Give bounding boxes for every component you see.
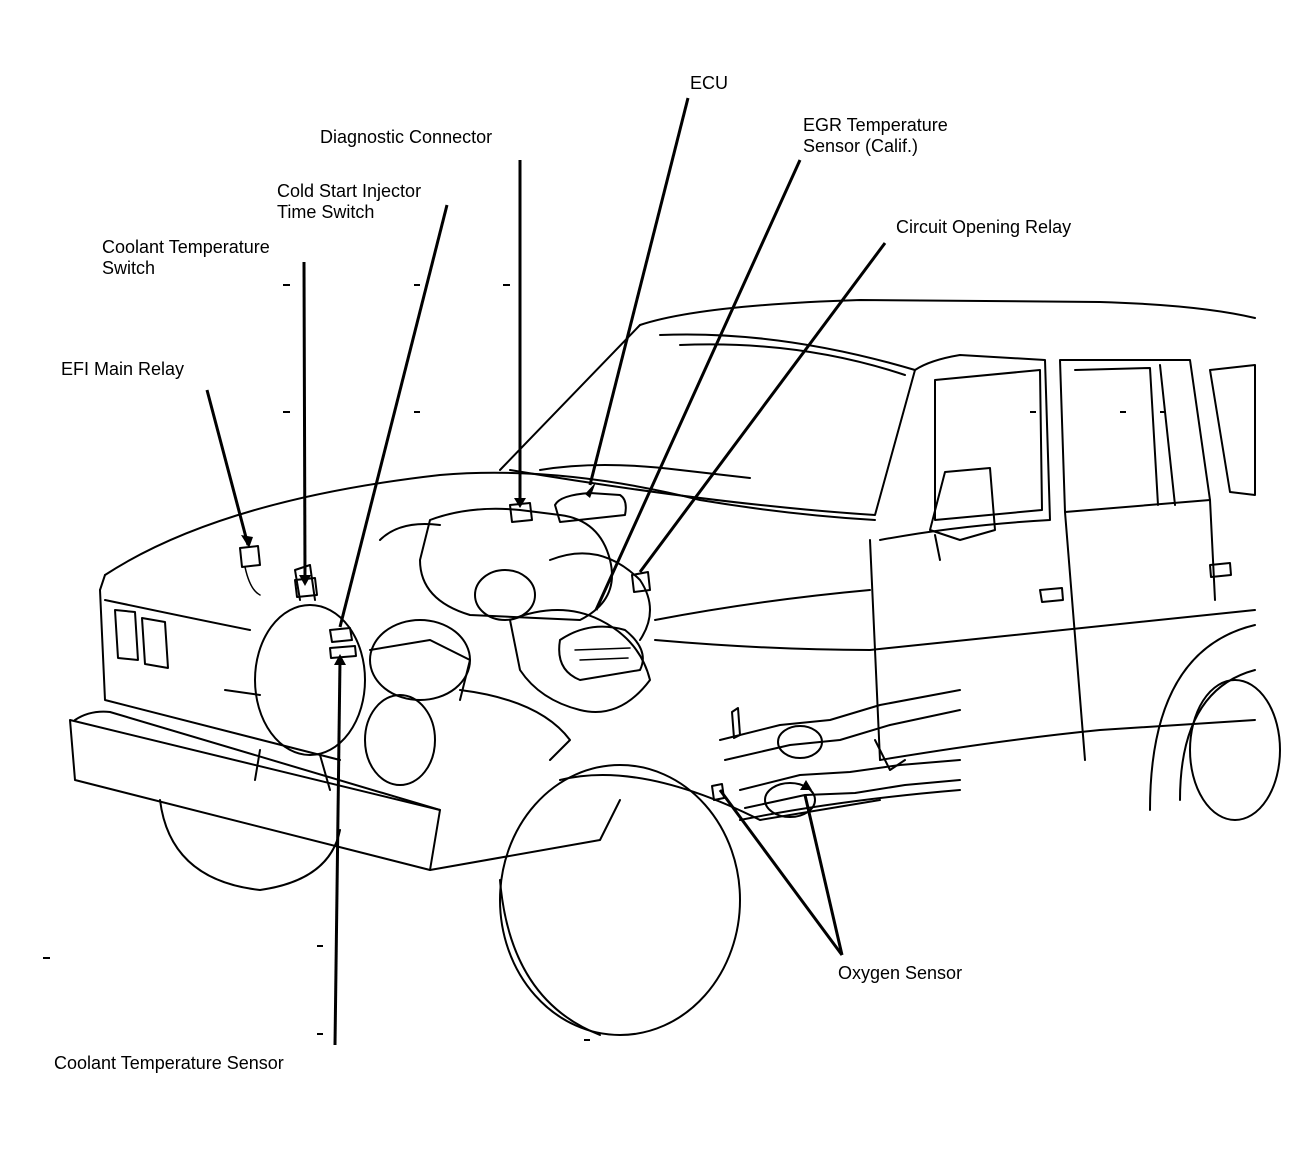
label-coolant-temperature-switch: Coolant Temperature Switch — [102, 237, 270, 278]
leader-coolant-temperature-sensor — [333, 659, 342, 1046]
arrowhead — [334, 654, 346, 665]
arrowhead — [800, 780, 812, 790]
label-egr-temperature-sensor: EGR Temperature Sensor (Calif.) — [803, 115, 948, 156]
exhaust-system — [711, 689, 961, 818]
vehicle-body — [69, 299, 1281, 1036]
arrowhead — [585, 482, 596, 498]
leader-lines — [205, 97, 887, 1046]
registration-marks — [43, 284, 1166, 1041]
arrowhead — [241, 535, 253, 548]
arrowhead — [514, 498, 526, 508]
label-coolant-temperature-sensor: Coolant Temperature Sensor — [54, 1053, 284, 1073]
label-efi-main-relay: EFI Main Relay — [61, 359, 185, 379]
leader-circuit-opening-relay — [638, 242, 887, 573]
leader-ecu — [588, 97, 690, 486]
label-diagnostic-connector: Diagnostic Connector — [320, 127, 493, 147]
arrowhead — [299, 575, 311, 586]
leader-cold-start-injector-time-switch — [338, 204, 449, 628]
leader-egr-temperature-sensor — [594, 159, 802, 611]
leader-coolant-temperature-switch — [302, 261, 307, 581]
label-cold-start-injector-time-switch: Cold Start Injector Time Switch — [277, 181, 422, 222]
leader-oxygen-sensor-front — [718, 789, 844, 956]
label-ecu: ECU — [690, 73, 729, 93]
leader-efi-main-relay — [205, 389, 250, 546]
engine-assembly — [224, 492, 651, 791]
label-oxygen-sensor: Oxygen Sensor — [838, 963, 963, 983]
leader-oxygen-sensor-rear — [803, 794, 844, 956]
label-circuit-opening-relay: Circuit Opening Relay — [896, 217, 1072, 237]
